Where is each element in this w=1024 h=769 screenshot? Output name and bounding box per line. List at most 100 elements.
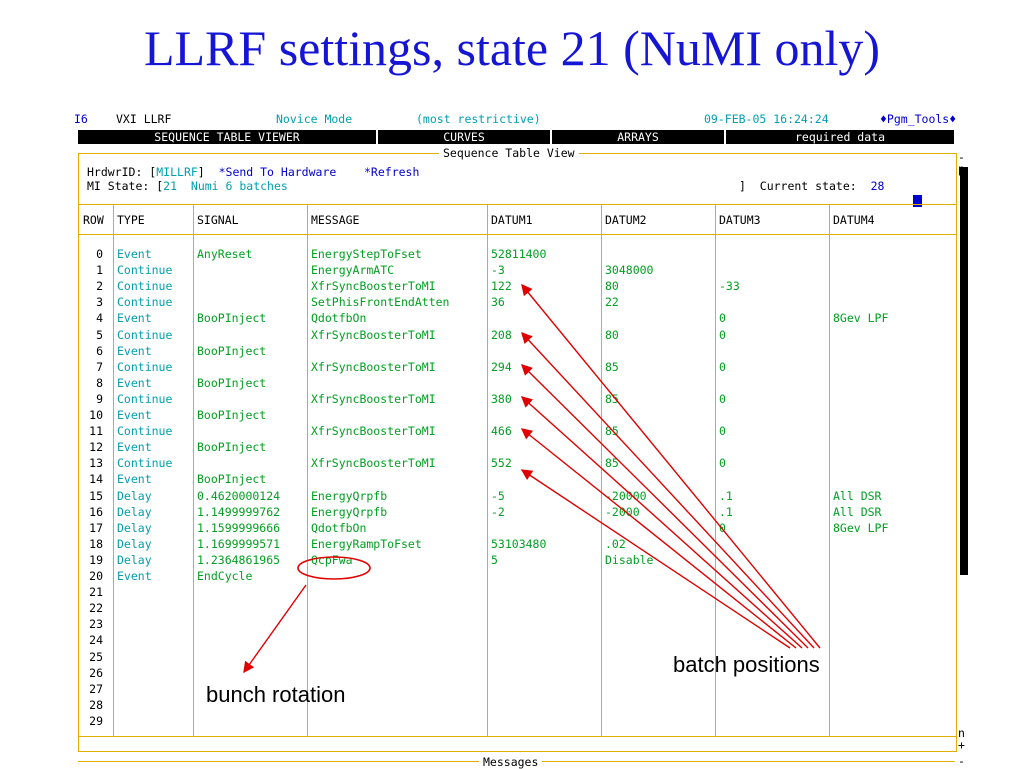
cell-message[interactable]: QdotfbOn xyxy=(311,520,367,535)
cell-datum1[interactable]: 466 xyxy=(491,424,512,439)
header-mode[interactable]: Novice Mode xyxy=(276,112,353,126)
cell-datum2[interactable]: -2000 xyxy=(605,504,640,519)
cell-message[interactable]: QdotfbOn xyxy=(311,311,367,326)
cell-datum4[interactable]: 8Gev LPF xyxy=(833,520,889,535)
cell-datum3[interactable]: 0 xyxy=(719,391,726,406)
cell-datum2[interactable]: 80 xyxy=(605,327,619,342)
cell-type[interactable]: Delay xyxy=(117,520,152,535)
cell-datum1[interactable]: 53103480 xyxy=(491,536,547,551)
cell-datum4[interactable]: 8Gev LPF xyxy=(833,311,889,326)
cell-type[interactable]: Event xyxy=(117,311,152,326)
cell-message[interactable]: QcpFwa xyxy=(311,552,353,567)
cell-signal[interactable]: 1.2364861965 xyxy=(197,552,281,567)
cell-datum2[interactable]: .02 xyxy=(605,536,626,551)
cell-type[interactable]: Continue xyxy=(117,327,173,342)
cell-datum2[interactable]: 3048000 xyxy=(605,263,654,278)
cell-type[interactable]: Event xyxy=(117,408,152,422)
cell-type[interactable]: Event xyxy=(117,343,152,358)
cell-signal[interactable]: BooPInject xyxy=(197,375,267,390)
cell-datum3[interactable]: 0 xyxy=(719,327,726,342)
cell-datum3[interactable]: 0 xyxy=(719,311,726,326)
cell-signal[interactable]: 0.4620000124 xyxy=(197,488,281,503)
cell-datum1[interactable]: -5 xyxy=(491,488,505,503)
cell-message[interactable]: EnergyQrpfb xyxy=(311,488,388,503)
cell-datum2[interactable]: Disable xyxy=(605,552,654,567)
cell-type[interactable]: Delay xyxy=(117,552,152,567)
cell-datum1[interactable]: -3 xyxy=(491,263,505,278)
cell-datum3[interactable]: .1 xyxy=(719,488,733,503)
cell-signal[interactable]: BooPInject xyxy=(197,472,267,487)
scroll-plus[interactable]: + xyxy=(958,738,965,752)
cell-datum2[interactable]: 85 xyxy=(605,456,619,471)
cell-type[interactable]: Continue xyxy=(117,279,173,294)
cell-datum2[interactable]: -20000 xyxy=(605,488,647,503)
cell-signal[interactable]: 1.1599999666 xyxy=(197,520,281,535)
cell-type[interactable]: Continue xyxy=(117,424,173,439)
cell-signal[interactable]: BooPInject xyxy=(197,408,267,422)
cell-datum1[interactable]: 122 xyxy=(491,279,512,294)
cell-datum1[interactable]: 52811400 xyxy=(491,247,547,261)
vertical-scrollbar[interactable]: - p n + xyxy=(956,150,970,753)
cell-datum3[interactable]: 0 xyxy=(719,424,726,439)
cell-signal[interactable]: BooPInject xyxy=(197,311,267,326)
cell-datum3[interactable]: 0 xyxy=(719,520,726,535)
cell-datum1[interactable]: 5 xyxy=(491,552,498,567)
cell-message[interactable]: EnergyQrpfb xyxy=(311,504,388,519)
cell-datum2[interactable]: 80 xyxy=(605,279,619,294)
cell-type[interactable]: Delay xyxy=(117,536,152,551)
cell-message[interactable]: EnergyArmATC xyxy=(311,263,395,278)
menu-arrays[interactable]: ARRAYS xyxy=(552,130,724,144)
mi-state-field[interactable]: 21 xyxy=(163,179,178,193)
cell-message[interactable]: XfrSyncBoosterToMI xyxy=(311,391,436,406)
cell-type[interactable]: Delay xyxy=(117,488,152,503)
cell-type[interactable]: Continue xyxy=(117,359,173,374)
refresh-button[interactable]: *Refresh xyxy=(364,165,420,179)
cell-signal[interactable]: EndCycle xyxy=(197,569,253,583)
cell-datum3[interactable]: -33 xyxy=(719,279,740,294)
cell-message[interactable]: EnergyRampToFset xyxy=(311,536,422,551)
cell-datum3[interactable]: .1 xyxy=(719,504,733,519)
cell-datum1[interactable]: 380 xyxy=(491,391,512,406)
scroll-page-down[interactable]: n xyxy=(958,726,965,740)
cell-message[interactable]: XfrSyncBoosterToMI xyxy=(311,327,436,342)
menu-required-data[interactable]: required data xyxy=(726,130,954,144)
cell-datum2[interactable]: 22 xyxy=(605,295,619,310)
cell-message[interactable]: EnergyStepToFset xyxy=(311,247,422,261)
cell-signal[interactable]: BooPInject xyxy=(197,440,267,455)
cell-datum4[interactable]: All DSR xyxy=(833,504,882,519)
cell-message[interactable]: XfrSyncBoosterToMI xyxy=(311,359,436,374)
cell-signal[interactable]: AnyReset xyxy=(197,247,253,261)
cell-datum2[interactable]: 85 xyxy=(605,359,619,374)
cell-signal[interactable]: 1.1699999571 xyxy=(197,536,281,551)
cell-message[interactable]: XfrSyncBoosterToMI xyxy=(311,424,436,439)
menu-sequence-table-viewer[interactable]: SEQUENCE TABLE VIEWER xyxy=(78,130,376,144)
cell-datum4[interactable]: All DSR xyxy=(833,488,882,503)
cell-type[interactable]: Continue xyxy=(117,295,173,310)
cell-datum1[interactable]: 36 xyxy=(491,295,505,310)
cell-datum1[interactable]: 294 xyxy=(491,359,512,374)
cell-message[interactable]: XfrSyncBoosterToMI xyxy=(311,279,436,294)
send-to-hardware-button[interactable]: *Send To Hardware xyxy=(218,165,337,179)
cell-datum1[interactable]: 208 xyxy=(491,327,512,342)
cell-datum3[interactable]: 0 xyxy=(719,359,726,374)
cell-message[interactable]: SetPhisFrontEndAtten xyxy=(311,295,450,310)
cell-type[interactable]: Event xyxy=(117,569,152,583)
cell-signal[interactable]: 1.1499999762 xyxy=(197,504,281,519)
pgm-tools-menu[interactable]: ♦Pgm_Tools♦ xyxy=(880,112,957,126)
cell-type[interactable]: Event xyxy=(117,247,152,261)
cell-type[interactable]: Event xyxy=(117,440,152,455)
menu-curves[interactable]: CURVES xyxy=(378,130,550,144)
cell-type[interactable]: Event xyxy=(117,472,152,487)
cell-type[interactable]: Continue xyxy=(117,263,173,278)
scrollbar-thumb[interactable] xyxy=(960,167,968,575)
cell-datum2[interactable]: 85 xyxy=(605,391,619,406)
scroll-top-marker[interactable]: - xyxy=(958,150,965,164)
hardware-id-field[interactable]: MILLRF xyxy=(156,165,198,179)
cell-datum3[interactable]: 0 xyxy=(719,456,726,471)
cell-type[interactable]: Continue xyxy=(117,391,173,406)
cell-datum1[interactable]: -2 xyxy=(491,504,505,519)
cell-type[interactable]: Continue xyxy=(117,456,173,471)
cell-datum2[interactable]: 85 xyxy=(605,424,619,439)
cell-signal[interactable]: BooPInject xyxy=(197,343,267,358)
cell-type[interactable]: Event xyxy=(117,375,152,390)
